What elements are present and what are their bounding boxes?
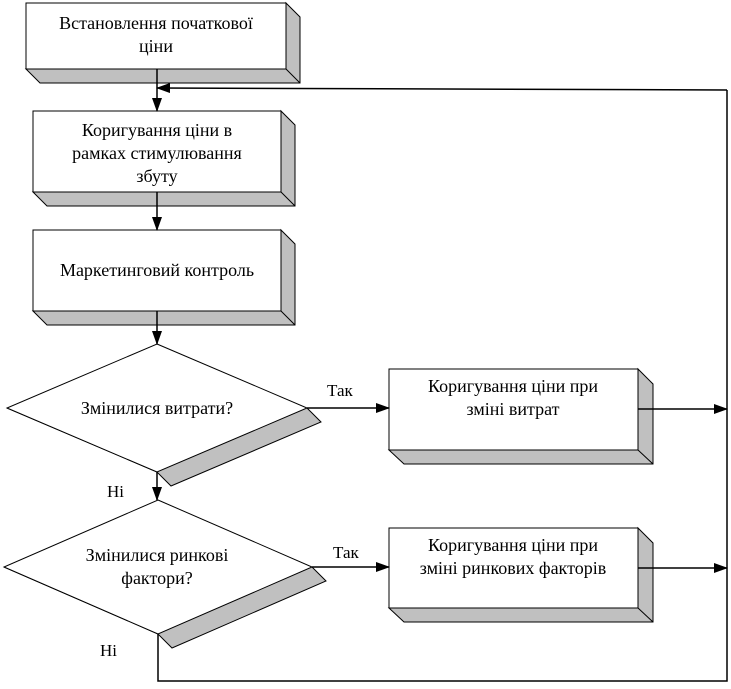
market-yes-label: Так bbox=[333, 543, 360, 562]
control-box-label: Маркетинговий контроль bbox=[60, 260, 254, 280]
promo-box: Коригування ціни в рамках стимулювання з… bbox=[31, 109, 296, 207]
market-decision-line-1: Змінилися ринкові bbox=[86, 545, 229, 565]
market-decision: Змінилися ринкові фактори? bbox=[2, 499, 327, 649]
market-adjust-line-2: зміні ринкових факторів bbox=[420, 558, 606, 578]
promo-box-line-2: рамках стимулювання bbox=[72, 143, 242, 163]
cost-adjust-box: Коригування ціни при зміні витрат bbox=[387, 367, 654, 465]
arrow-feedback-return bbox=[156, 83, 728, 94]
start-box-line-2: ціни bbox=[139, 36, 173, 56]
promo-box-line-3: збуту bbox=[136, 166, 177, 186]
cost-decision-label: Змінилися витрати? bbox=[81, 398, 233, 418]
market-decision-line-2: фактори? bbox=[121, 568, 192, 588]
cost-yes-label: Так bbox=[327, 381, 354, 400]
connectors bbox=[152, 69, 728, 682]
market-no-label: Ні bbox=[100, 641, 117, 660]
market-adjust-box: Коригування ціни при зміні ринкових факт… bbox=[387, 526, 654, 623]
start-box-line-1: Встановлення початкової bbox=[59, 13, 253, 33]
start-box: Встановлення початкової ціни bbox=[24, 1, 301, 84]
cost-adjust-line-1: Коригування ціни при bbox=[428, 376, 598, 396]
promo-box-line-1: Коригування ціни в bbox=[82, 120, 232, 140]
cost-adjust-line-2: зміні витрат bbox=[467, 399, 560, 419]
control-box: Маркетинговий контроль bbox=[31, 228, 296, 326]
market-adjust-line-1: Коригування ціни при bbox=[428, 535, 598, 555]
cost-decision: Змінилися витрати? bbox=[5, 343, 322, 487]
cost-no-label: Ні bbox=[107, 482, 124, 501]
feedback-line bbox=[157, 90, 728, 682]
